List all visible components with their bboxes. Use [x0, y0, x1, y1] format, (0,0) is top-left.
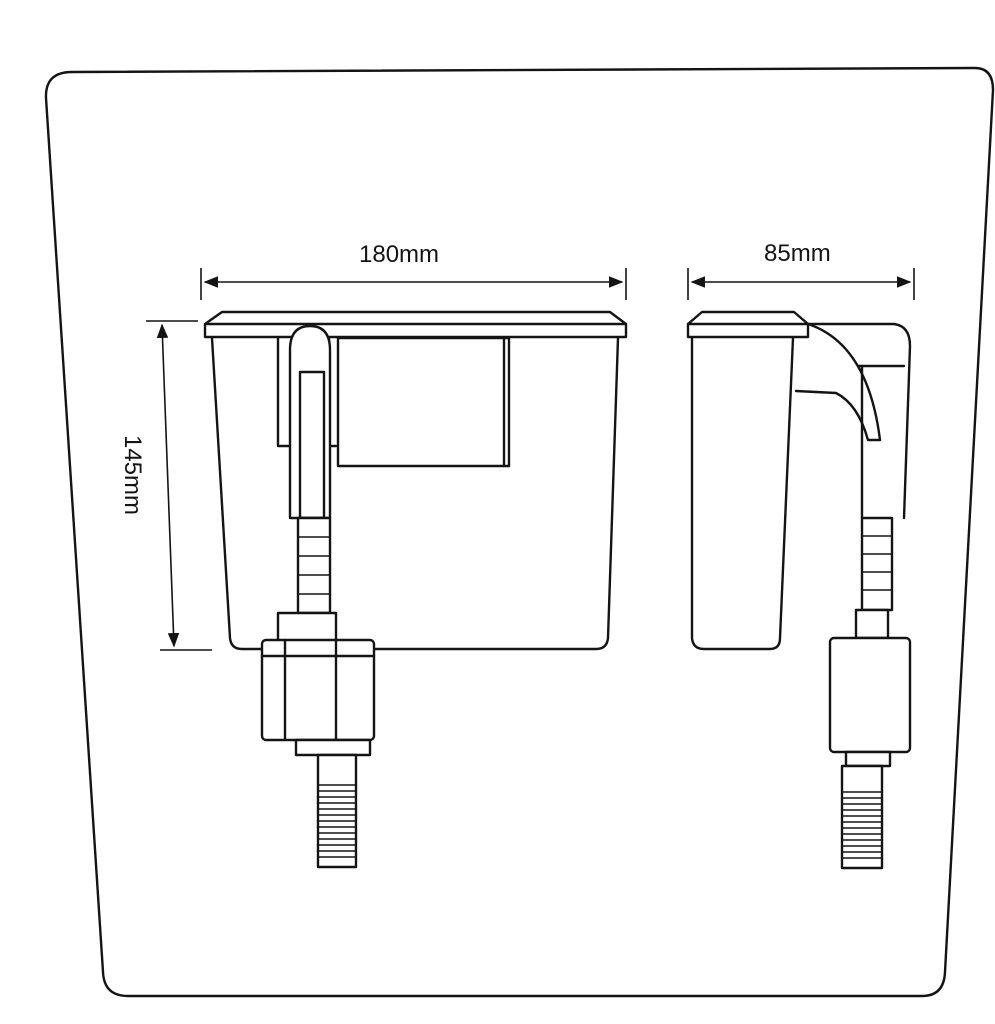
height-label: 145mm [119, 434, 147, 516]
front-strainer-ribs [318, 784, 356, 858]
side-view [686, 310, 912, 870]
width-label: 180mm [359, 241, 440, 268]
depth-dimension [687, 268, 915, 300]
height-dimension [146, 320, 212, 651]
depth-label: 85mm [764, 240, 831, 267]
front-view [203, 310, 628, 869]
side-strainer-ribs [842, 791, 882, 859]
width-dimension [200, 268, 627, 300]
outer-frame [44, 66, 995, 998]
